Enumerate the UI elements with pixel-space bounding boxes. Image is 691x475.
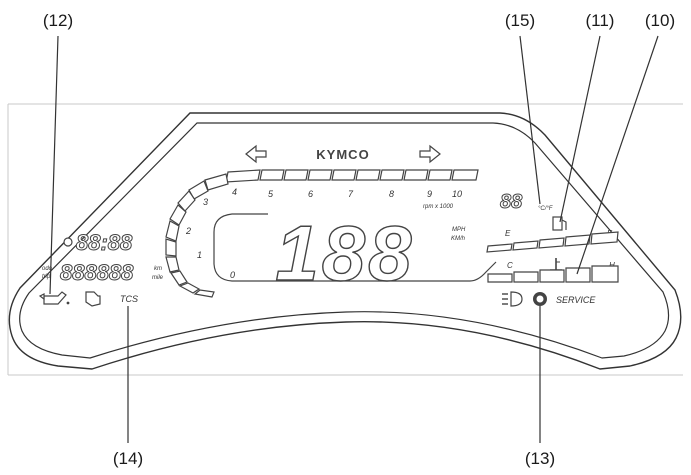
temp-cold-label: C — [507, 261, 513, 270]
rpm-tick-6: 6 — [308, 189, 313, 199]
rpm-tick-8: 8 — [389, 189, 394, 199]
small-digits-unit: °C/°F — [538, 206, 553, 212]
rpm-tick-1: 1 — [197, 250, 202, 260]
turn-right-arrow-icon — [419, 144, 441, 164]
rpm-arc-segments — [165, 173, 229, 298]
rpm-tick-7: 7 — [348, 189, 354, 199]
odo-label: odo — [42, 266, 53, 272]
rpm-tick-4: 4 — [232, 187, 237, 197]
fuel-pump-icon — [552, 216, 567, 231]
rpm-bar-segments — [225, 169, 479, 183]
brand-logo-text: KYMCO — [316, 147, 369, 162]
leader-line-12 — [49, 35, 59, 295]
callout-11: (11) — [586, 11, 615, 30]
rpm-tick-5: 5 — [268, 189, 274, 199]
speed-digits: 188 — [275, 209, 414, 297]
callout-15: (15) — [505, 11, 535, 30]
callout-14: (14) — [113, 449, 143, 468]
callout-13: (13) — [525, 449, 555, 468]
rpm-tick-0: 0 — [230, 270, 235, 280]
callout-10: (10) — [645, 11, 675, 30]
odometer-digits: 888888 — [60, 260, 134, 285]
trip-label: trip — [42, 274, 51, 280]
odo-unit-mile: mile — [152, 275, 164, 281]
leader-line-10 — [576, 35, 659, 275]
oil-pressure-icon — [38, 291, 70, 305]
callout-12: (12) — [43, 11, 73, 30]
small-digits: 88 — [500, 191, 523, 213]
rpm-tick-2: 2 — [185, 226, 191, 236]
leader-line-11 — [559, 35, 601, 223]
rpm-unit-label: rpm x 1000 — [423, 204, 454, 210]
clock-digits: 88:88 — [76, 230, 133, 255]
odo-unit-km: km — [154, 266, 162, 272]
clock-icon — [63, 237, 73, 247]
engine-check-icon — [85, 291, 101, 307]
cluster-inner-outline — [19, 122, 670, 359]
rpm-tick-9: 9 — [427, 189, 432, 199]
leader-line-15 — [519, 35, 541, 205]
turn-left-arrow-icon — [245, 144, 267, 164]
speed-unit-mph: MPH — [452, 227, 466, 233]
service-label: SERVICE — [556, 295, 596, 305]
fuel-gauge-segments — [486, 231, 619, 253]
rpm-tick-10: 10 — [452, 189, 462, 199]
service-icon — [533, 292, 547, 306]
speed-display-frame — [213, 213, 497, 282]
high-beam-icon — [502, 291, 523, 307]
speed-unit-kmh: KM/h — [451, 236, 466, 242]
fuel-empty-label: E — [505, 229, 511, 238]
temp-gauge-segments — [487, 265, 619, 283]
tcs-indicator: TCS — [120, 294, 138, 304]
rpm-tick-3: 3 — [203, 197, 208, 207]
